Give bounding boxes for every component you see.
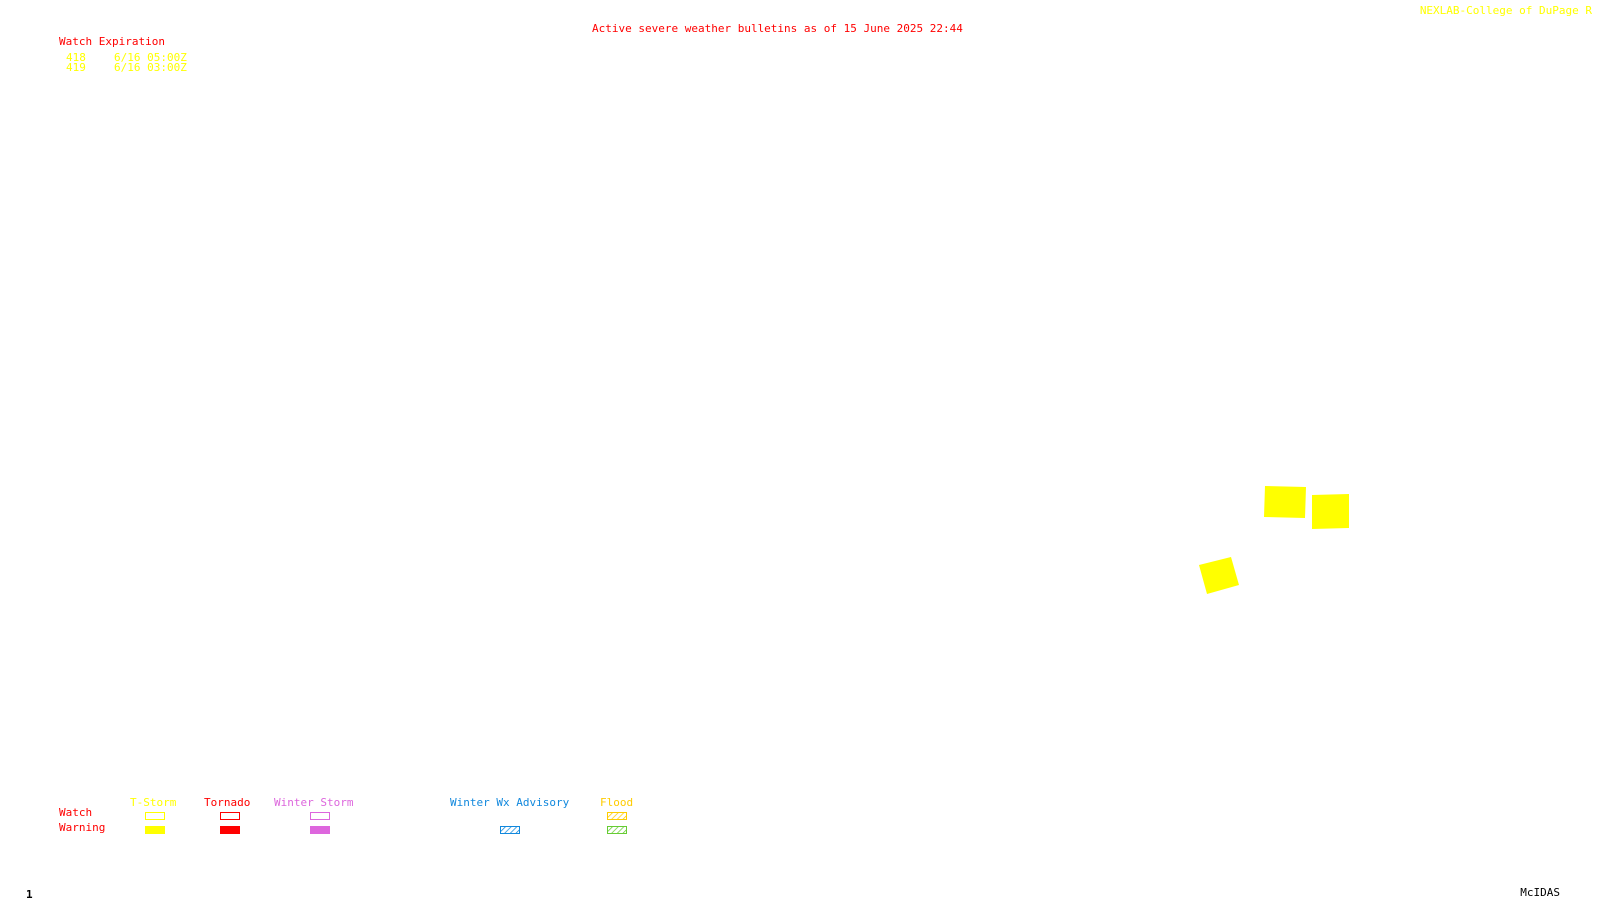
bulletin-title: Active severe weather bulletins as of 15… [592,22,963,35]
credit-text: NEXLAB-College of DuPage R [1419,4,1592,17]
legend-flood-watch-swatch [607,812,627,820]
legend-winter-advisory-label: Winter Wx Advisory [450,796,570,809]
legend-tstorm-label: T-Storm [130,796,177,809]
legend-flood-warning-swatch [607,826,627,834]
legend-tstorm-warning-swatch [145,826,165,834]
legend-flood-label: Flood [600,796,634,809]
tstorm-warning-polygon[interactable] [1199,557,1239,594]
legend-watch-label: Watch [59,806,93,819]
legend-winter-storm-warning-swatch [310,826,330,834]
legend-winter-storm-watch-swatch [310,812,330,820]
legend-warning-label: Warning [59,821,106,834]
legend-tornado-label: Tornado [204,796,251,809]
legend-tornado-watch-swatch [220,812,240,820]
watch-number-419: 419 [66,61,86,74]
legend-tstorm-watch-swatch [145,812,165,820]
tstorm-warning-polygon[interactable] [1312,494,1349,529]
legend-winter-storm-label: Winter Storm [274,796,354,809]
legend-winter-advisory-swatch [500,826,520,834]
legend-tornado-warning-swatch [220,826,240,834]
watch-expiry-419: 6/16 03:00Z [114,61,187,74]
watch-number-418: 418 [66,51,86,64]
watch-expiration-heading: Watch Expiration [59,35,165,48]
software-label: McIDAS [1520,886,1560,899]
watch-expiry-418: 6/16 05:00Z [114,51,187,64]
frame-number: 1 [26,888,33,901]
tstorm-warning-polygon[interactable] [1264,486,1306,518]
